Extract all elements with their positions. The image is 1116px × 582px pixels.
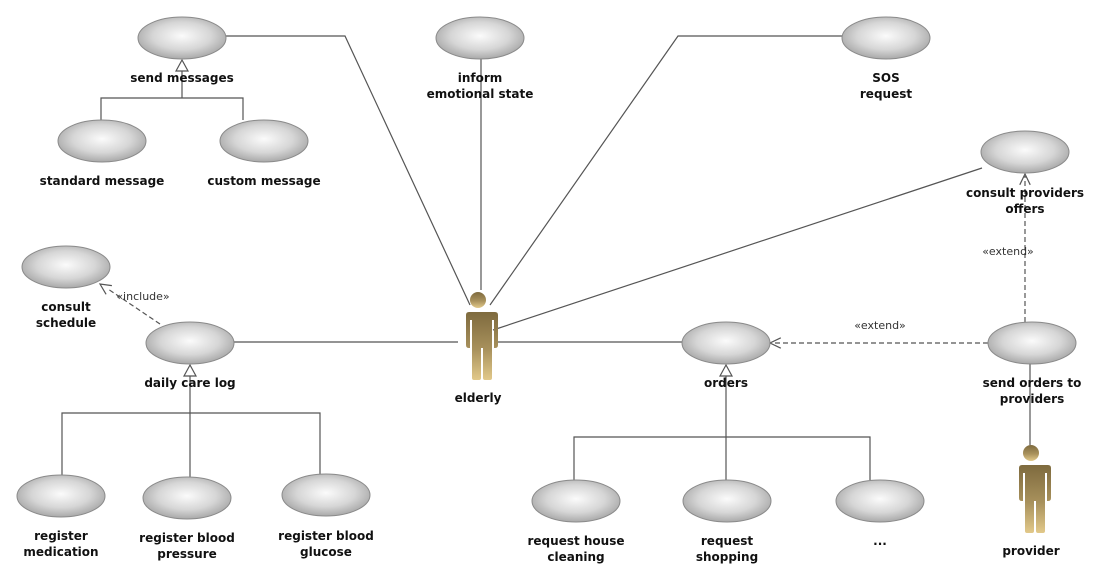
generalization-bar-messages [100,97,244,120]
use-case-ellipse[interactable] [531,479,621,523]
use-case-ellipse[interactable] [281,473,371,517]
actor-label: elderly [455,391,502,405]
nodes-layer [16,16,1077,533]
use-case-daily-care-log[interactable] [145,321,235,365]
use-case-label: send orders to [983,376,1082,390]
include-arrowhead [98,283,112,295]
edges-layer [61,35,1031,480]
use-case-label: offers [1005,202,1044,216]
use-case-label: providers [1000,392,1064,406]
extend-stereotype-label-orders: «extend» [854,319,906,332]
association-send-messages [226,35,471,306]
use-case-standard-message[interactable] [57,119,147,163]
use-case-label: daily care log [144,376,235,390]
use-case-ellipse[interactable] [16,474,106,518]
use-case-custom-message[interactable] [219,119,309,163]
extend-arrowhead-offers [1019,172,1031,186]
association-sos-request [489,35,842,306]
use-case-ellipse[interactable] [145,321,235,365]
use-case-label: request [860,87,912,101]
actor-label: provider [1002,544,1059,558]
labels-layer: «include» «extend» «extend» send messages st… [23,71,1084,564]
actor-head-icon [1023,445,1039,461]
use-case-register-bp[interactable] [142,476,232,520]
use-case-label: cleaning [547,550,604,564]
use-case-ellipse[interactable] [219,119,309,163]
use-case-consult-schedule[interactable] [21,245,111,289]
extend-stereotype-label-offers: «extend» [982,245,1034,258]
use-case-label: request house [528,534,625,548]
use-case-ellipse[interactable] [137,16,227,60]
use-case-label: emotional state [427,87,534,101]
include-dependency [107,288,161,325]
use-case-send-messages[interactable] [137,16,227,60]
use-case-label: request [701,534,753,548]
use-case-ellipse[interactable] [57,119,147,163]
use-case-label: schedule [36,316,96,330]
use-case-label: inform [458,71,503,85]
use-case-label: send messages [130,71,234,85]
actor-body-icon [461,312,498,380]
include-stereotype-label: «include» [116,290,169,303]
use-case-register-glucose[interactable] [281,473,371,517]
generalization-arrow-messages [174,58,190,72]
use-case-label: consult [41,300,91,314]
use-case-request-shopping[interactable] [682,479,772,523]
use-case-sos-request[interactable] [841,16,931,60]
use-case-more[interactable] [835,479,925,523]
use-case-inform-emotional[interactable] [435,16,525,60]
use-case-label: register [34,529,88,543]
association-consult-providers [492,167,983,331]
use-case-ellipse[interactable] [21,245,111,289]
use-case-ellipse[interactable] [987,321,1077,365]
actor-head-icon [470,292,486,308]
use-case-label: pressure [157,547,217,561]
use-case-label: orders [704,376,748,390]
use-case-label: shopping [696,550,758,564]
generalization-bar-orders [573,436,871,480]
use-case-orders[interactable] [681,321,771,365]
use-case-register-medication[interactable] [16,474,106,518]
use-case-label: register blood [278,529,374,543]
use-case-ellipse[interactable] [841,16,931,60]
use-case-label: custom message [207,174,320,188]
use-case-ellipse[interactable] [980,130,1070,174]
actor-provider[interactable] [1014,445,1051,533]
actor-elderly[interactable] [461,292,498,380]
generalization-bar-care [61,412,321,475]
use-case-consult-providers[interactable] [980,130,1070,174]
use-case-ellipse[interactable] [682,479,772,523]
generalization-arrow-care [182,363,198,377]
use-case-ellipse[interactable] [835,479,925,523]
use-case-label: medication [23,545,98,559]
use-case-label: register blood [139,531,235,545]
actor-body-icon [1014,465,1051,533]
use-case-label: standard message [40,174,165,188]
generalization-arrow-orders [718,363,734,377]
use-case-ellipse[interactable] [681,321,771,365]
use-case-label: ... [873,534,887,548]
use-case-label: SOS [872,71,900,85]
use-case-label: glucose [300,545,352,559]
use-case-ellipse[interactable] [142,476,232,520]
use-case-request-cleaning[interactable] [531,479,621,523]
use-case-label: consult providers [966,186,1084,200]
use-case-ellipse[interactable] [435,16,525,60]
use-case-send-orders[interactable] [987,321,1077,365]
